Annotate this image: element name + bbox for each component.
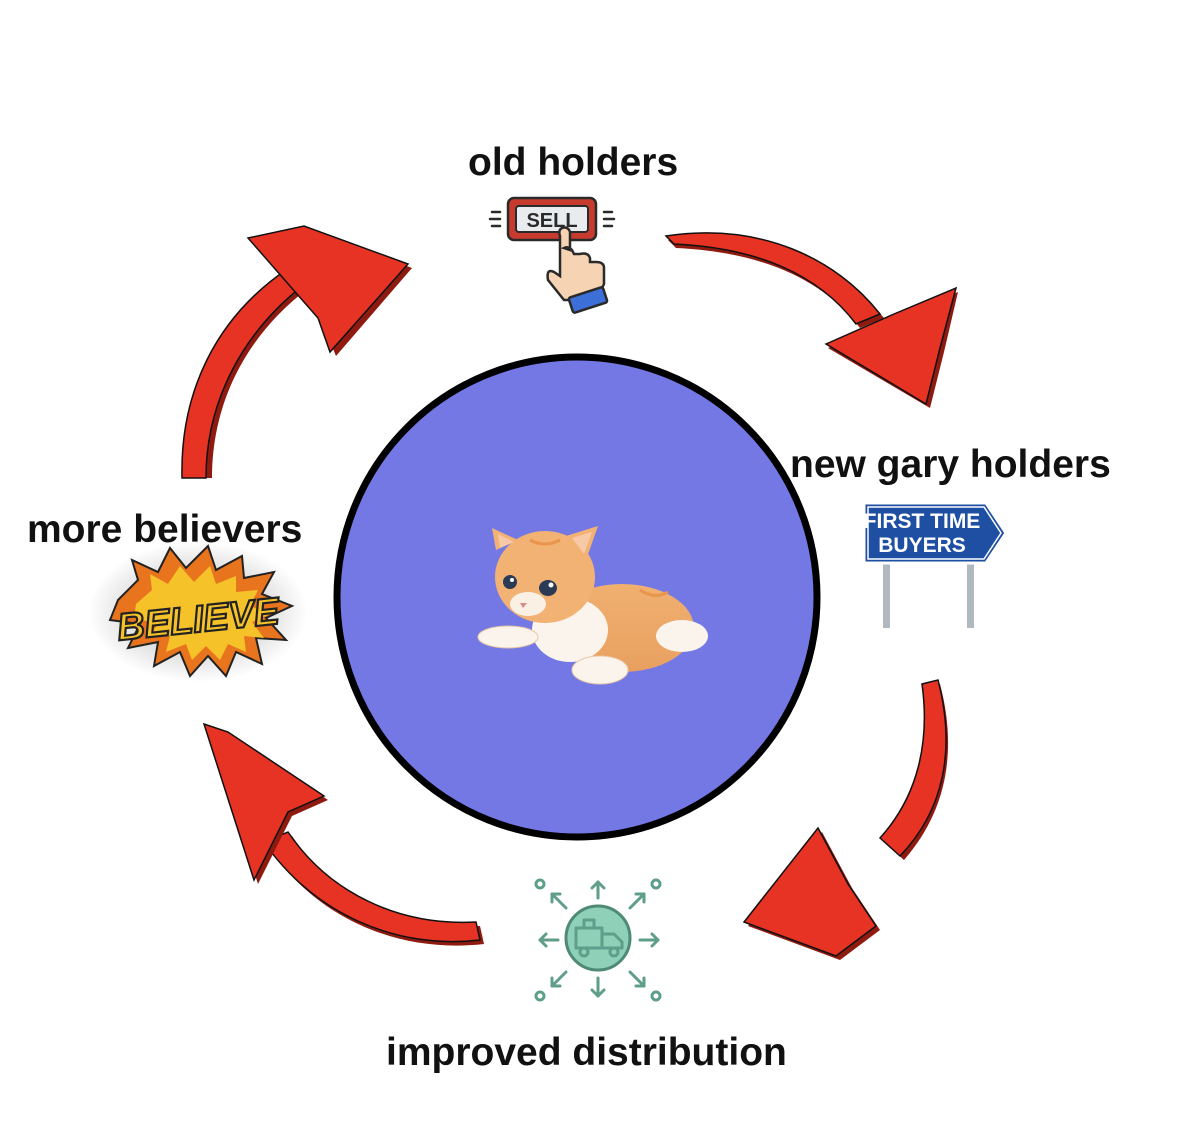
kitten-image [477, 526, 708, 685]
sell-button-icon: SELL [488, 196, 616, 314]
sign-line-2: BUYERS [878, 534, 966, 557]
node-label-new-gary-holders: new gary holders [790, 443, 1111, 486]
arrow-distribution-to-believers [202, 722, 484, 946]
arrow-new-holders-to-distribution [742, 679, 949, 960]
node-label-more-believers: more believers [27, 508, 303, 551]
sign-line-1: FIRST TIME [864, 510, 981, 533]
node-label-improved-distribution: improved distribution [386, 1031, 787, 1074]
sell-button-text: SELL [526, 210, 577, 232]
comic-burst-icon: BELIEVE [88, 542, 308, 682]
arrow-believers-to-old-holders [181, 225, 412, 479]
road-sign-icon: FIRST TIME BUYERS [862, 501, 1008, 628]
arrow-old-holders-to-new-holders [664, 232, 958, 408]
delivery-truck-distribution-icon [534, 878, 662, 1002]
node-label-old-holders: old holders [468, 141, 679, 184]
cycle-arrows [181, 225, 958, 960]
